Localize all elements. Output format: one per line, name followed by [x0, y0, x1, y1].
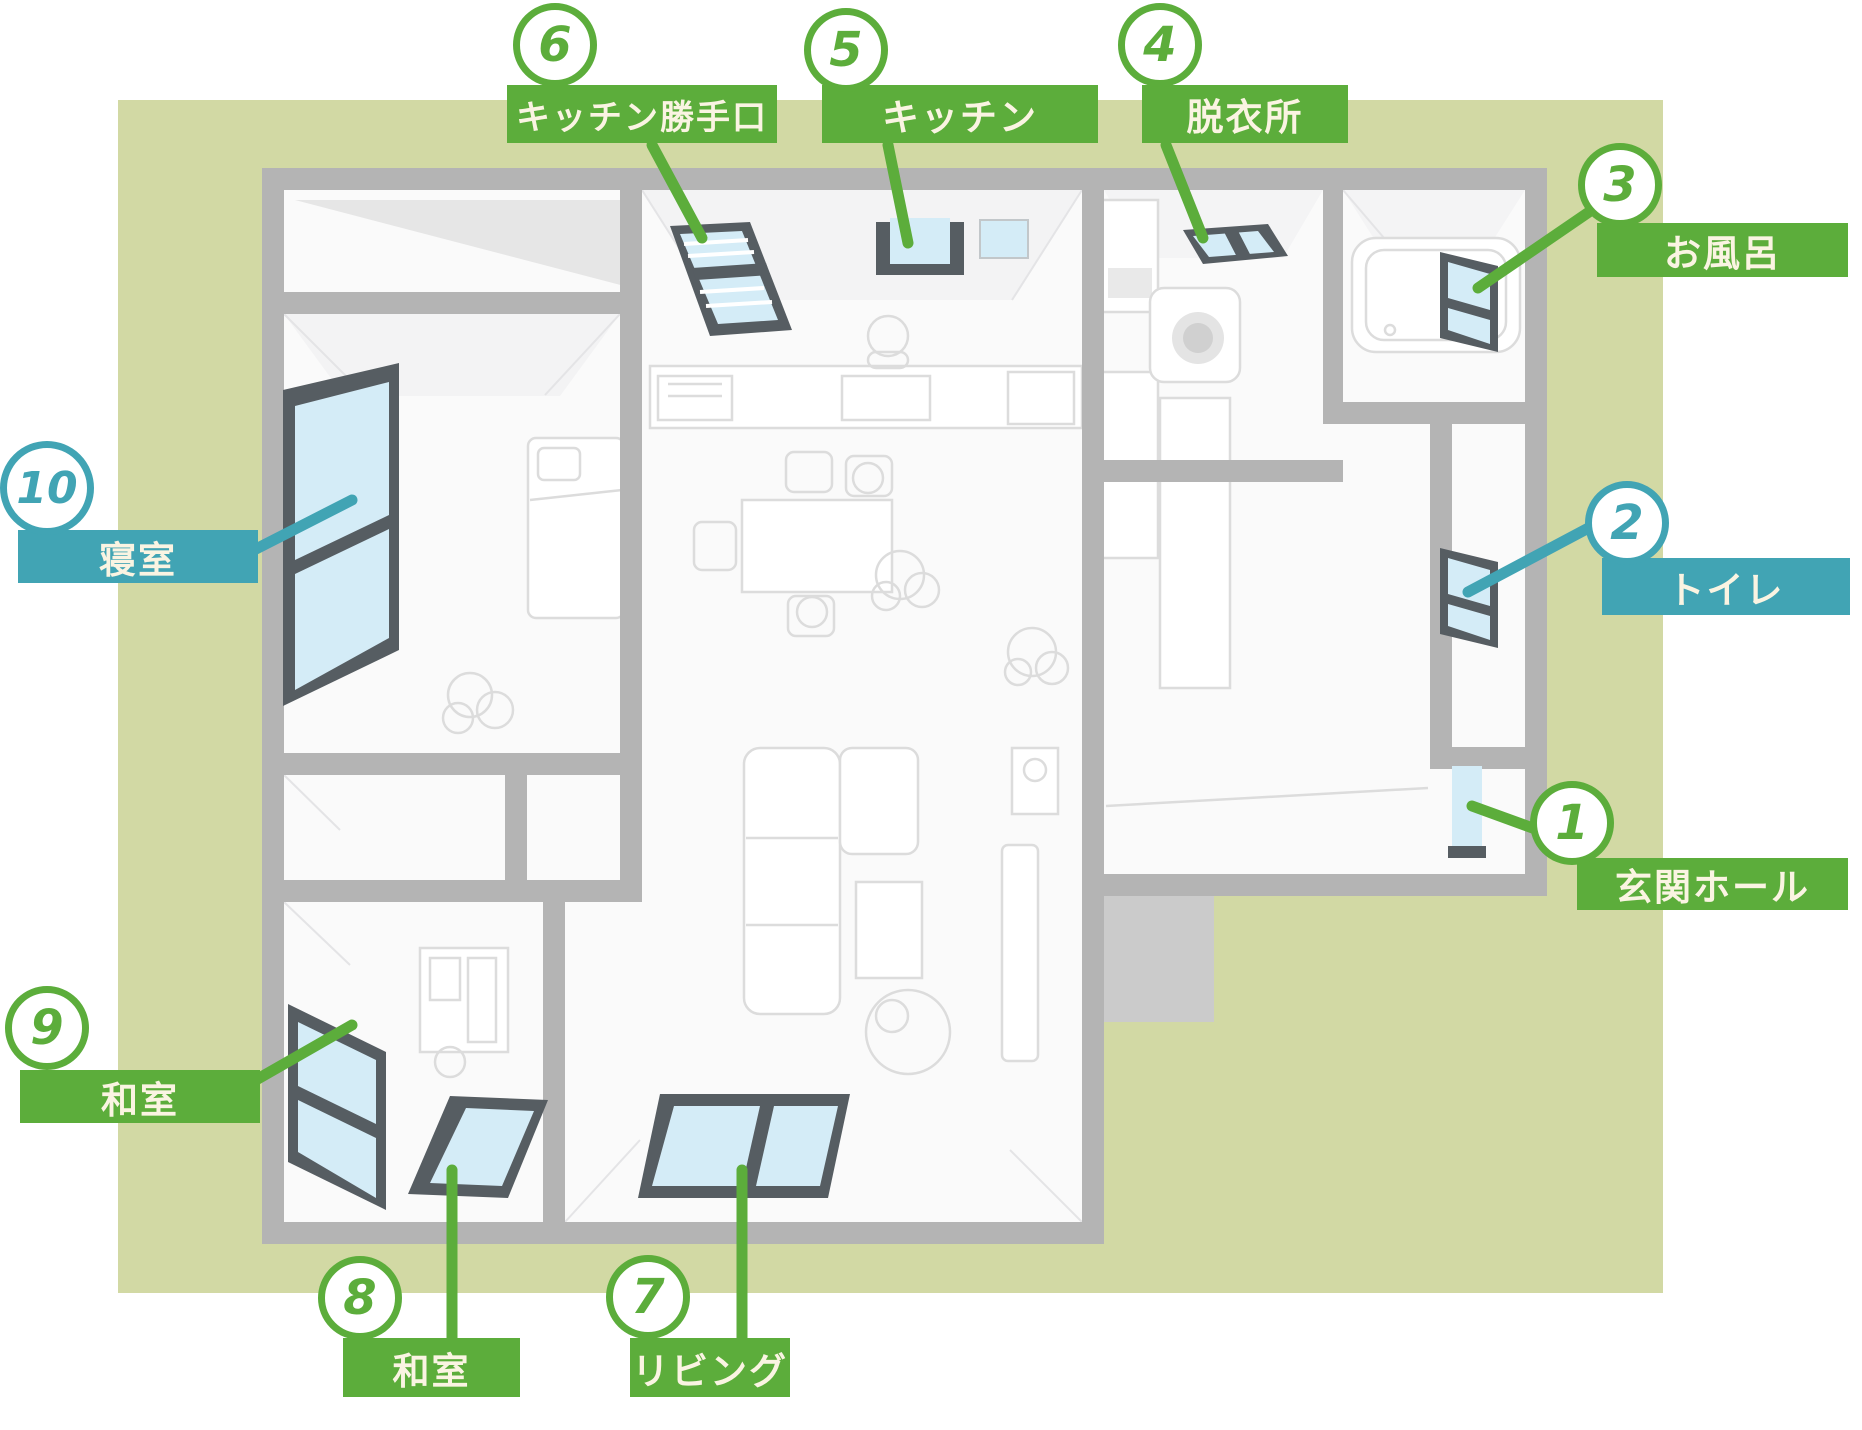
callout-number: 5	[829, 22, 863, 78]
callout-room-label: キッチン	[822, 85, 1098, 143]
callout-number-badge: 5	[804, 8, 888, 92]
callout-number-badge: 10	[0, 441, 94, 535]
window-kitchen-backdoor	[670, 222, 792, 336]
hall-shelf	[1010, 746, 1060, 816]
callout-number: 2	[1610, 495, 1644, 551]
callout-room-label: 脱衣所	[1142, 85, 1348, 143]
beanbag	[864, 988, 952, 1076]
callout-room-label: リビング	[630, 1338, 790, 1397]
callout-number-badge: 2	[1585, 481, 1669, 565]
leader-lines	[250, 139, 1602, 1348]
callout-number: 10	[16, 462, 78, 514]
leader-5	[882, 139, 914, 249]
callout-number: 3	[1603, 157, 1637, 213]
cupboard-2	[1158, 396, 1232, 690]
washing-machine	[1148, 286, 1242, 384]
callout-number: 4	[1143, 17, 1177, 73]
leader-9	[250, 1019, 358, 1086]
callout-room-label: トイレ	[1602, 558, 1850, 615]
callout-number-badge: 9	[5, 986, 89, 1070]
plant-dining	[870, 549, 941, 612]
leader-3	[1472, 206, 1595, 294]
callout-room-label: お風呂	[1597, 223, 1848, 277]
genkan-step	[1105, 786, 1429, 808]
callout-number-badge: 4	[1118, 3, 1202, 87]
leader-1	[1466, 800, 1544, 836]
callout-room-label: キッチン勝手口	[507, 85, 777, 143]
coffee-table	[854, 880, 924, 980]
callout-room-label: 和室	[343, 1338, 520, 1397]
window-washitsu-side	[288, 1004, 386, 1210]
kitchen-counter	[648, 314, 1084, 430]
window-kitchen-small	[979, 219, 1029, 259]
callout-room-label: 玄関ホール	[1577, 858, 1848, 910]
tv-board	[1000, 843, 1040, 1063]
leader-2	[1462, 518, 1602, 598]
callout-number: 8	[343, 1270, 377, 1326]
entrance-patio	[1096, 896, 1214, 1022]
callout-number-badge: 6	[513, 3, 597, 87]
callout-number: 7	[631, 1269, 665, 1325]
window-bedroom	[283, 363, 399, 706]
callout-number-badge: 1	[1530, 781, 1614, 865]
walls	[262, 168, 1547, 1244]
window-living-door	[638, 1094, 850, 1198]
sofa	[742, 746, 920, 1016]
bed	[526, 436, 626, 620]
callout-number-badge: 3	[1578, 143, 1662, 227]
window-bath	[1440, 252, 1498, 352]
window-washroom	[1183, 224, 1288, 264]
callout-room-label: 和室	[20, 1070, 260, 1123]
leader-6	[646, 139, 708, 244]
callout-number-badge: 8	[318, 1256, 402, 1340]
washbasin	[1100, 198, 1160, 314]
callout-number: 6	[538, 17, 572, 73]
plant-hall	[1003, 626, 1070, 687]
dining-table	[692, 450, 894, 638]
callout-room-label: 寝室	[18, 530, 258, 583]
leader-4	[1160, 139, 1209, 244]
desk	[418, 946, 510, 1079]
callout-number-badge: 7	[606, 1255, 690, 1339]
callout-number: 1	[1555, 795, 1589, 851]
window-toilet	[1440, 548, 1498, 648]
window-kitchen	[876, 218, 964, 275]
plant-bedroom	[441, 671, 515, 735]
callout-number: 9	[30, 1000, 64, 1056]
leader-10	[250, 494, 358, 555]
